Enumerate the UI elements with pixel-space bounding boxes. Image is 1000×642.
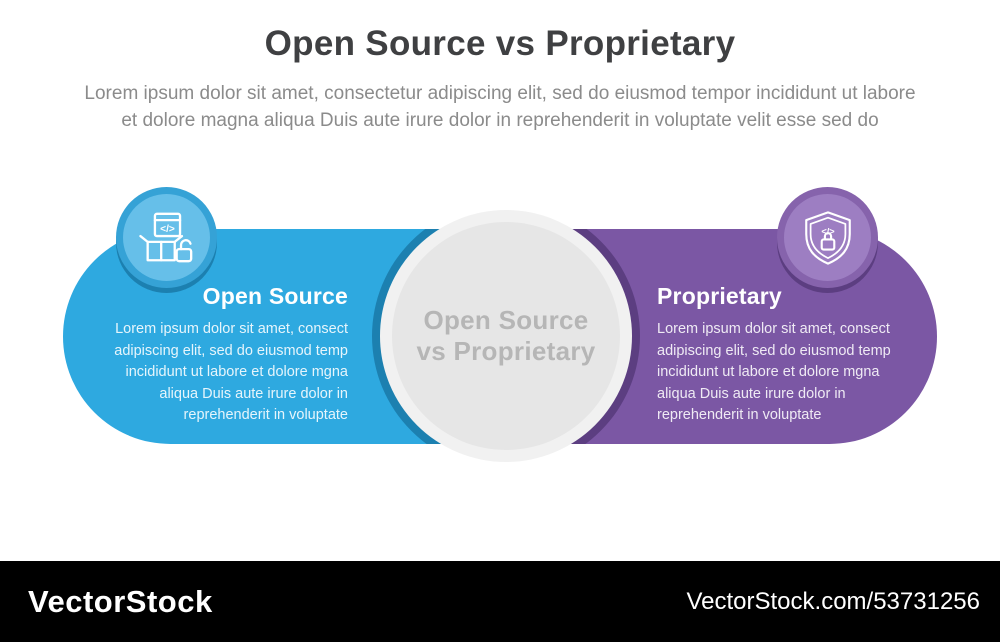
open-source-badge: </> [116,187,217,288]
body-line: Lorem ipsum dolor sit amet, consect [115,321,348,337]
body-line: Lorem ipsum dolor sit amet, consect [657,321,890,337]
proprietary-panel-text: Proprietary Lorem ipsum dolor sit amet, … [657,283,899,427]
open-source-body: Lorem ipsum dolor sit amet, consect adip… [106,319,348,427]
center-label-line2: vs Proprietary [416,336,596,366]
page-title: Open Source vs Proprietary [264,24,736,63]
vectorstock-logo: VectorStock [28,583,213,619]
proprietary-badge-inner: </> [784,194,871,281]
vectorstock-url: VectorStock.com/53731256 [686,587,980,615]
proprietary-body: Lorem ipsum dolor sit amet, consect adip… [657,319,899,427]
center-circle: Open Source vs Proprietary [380,210,632,462]
proprietary-heading: Proprietary [657,283,782,309]
center-label-line1: Open Source [423,305,589,335]
open-source-badge-inner: </> [123,194,210,281]
open-box-code-unlock-icon: </> [138,212,192,262]
body-line: incididunt ut labore et dolore mgna [125,364,348,380]
body-line: incididunt ut labore et dolore mgna [657,364,880,380]
subtitle-line: Lorem ipsum dolor sit amet, consectetur … [84,83,916,104]
open-source-panel-text: Open Source Lorem ipsum dolor sit amet, … [106,283,348,427]
proprietary-badge: </> [777,187,878,288]
page-subtitle: Lorem ipsum dolor sit amet, consectetur … [0,80,1000,134]
body-line: reprehenderit in voluptate [657,407,822,423]
body-line: reprehenderit in voluptate [183,407,348,423]
code-glyph: </> [821,226,834,236]
center-circle-inner: Open Source vs Proprietary [392,222,620,450]
shield-code-lock-icon: </> [804,210,851,265]
body-line: adipiscing elit, sed do eiusmod temp [114,342,348,359]
body-line: aliqua Duis aute irure dolor in [159,385,348,402]
subtitle-line: et dolore magna aliqua Duis aute irure d… [121,110,879,131]
body-line: aliqua Duis aute irure dolor in [657,385,846,402]
code-glyph: </> [160,224,175,235]
body-line: adipiscing elit, sed do eiusmod temp [657,342,891,359]
watermark-bar: VectorStock VectorStock.com/53731256 [0,561,1000,642]
open-source-heading: Open Source [202,283,348,309]
